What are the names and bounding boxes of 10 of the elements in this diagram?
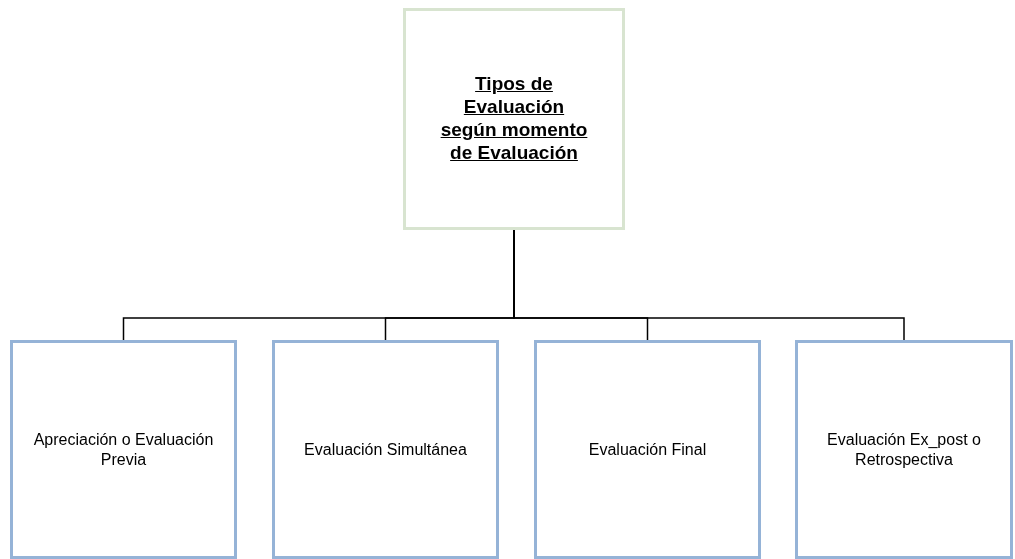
category-box <box>534 340 761 559</box>
node-label: Apreciación o Evaluación Previa <box>32 430 215 469</box>
category-box <box>795 340 1013 559</box>
node-label: Evaluación Final <box>588 439 707 460</box>
node-label: Evaluación Ex_post o Retrospectiva <box>826 430 982 469</box>
root-box <box>403 8 625 230</box>
title-text: Tipos de Evaluación según momento de Evaluación <box>439 73 589 165</box>
node-label: Evaluación Simultánea <box>304 439 467 460</box>
category-box <box>272 340 499 559</box>
category-box <box>10 340 237 559</box>
